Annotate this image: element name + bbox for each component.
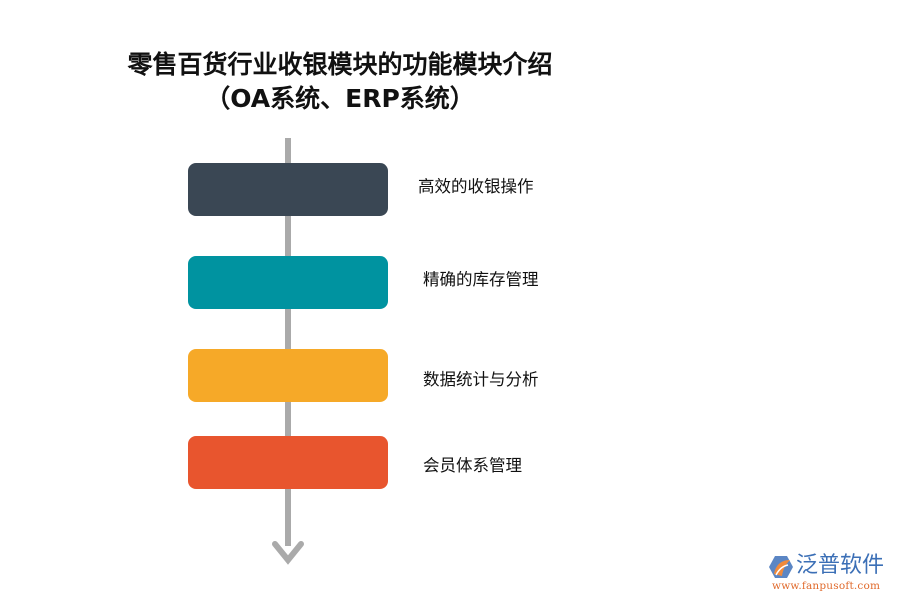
module-block-analytics: [188, 349, 388, 402]
logo-name: 泛普软件: [796, 553, 885, 578]
module-label-cashier: 高效的收银操作: [418, 177, 534, 196]
arrow-down-icon: [272, 541, 304, 565]
module-block-inventory: [188, 256, 388, 309]
brand-logo: 泛普软件 www.fanpusoft.com: [768, 552, 898, 594]
timeline-axis: [285, 138, 291, 546]
title-line-2: （OA系统、ERP系统）: [205, 84, 475, 113]
module-label-membership: 会员体系管理: [423, 456, 522, 475]
logo-url: www.fanpusoft.com: [772, 580, 881, 592]
module-block-membership: [188, 436, 388, 489]
module-label-inventory: 精确的库存管理: [423, 270, 539, 289]
diagram-title: 零售百货行业收银模块的功能模块介绍 （OA系统、ERP系统）: [90, 48, 590, 116]
module-label-analytics: 数据统计与分析: [423, 370, 539, 389]
module-block-cashier: [188, 163, 388, 216]
title-line-1: 零售百货行业收银模块的功能模块介绍: [127, 50, 553, 79]
fanpu-logo-icon: [769, 556, 793, 578]
